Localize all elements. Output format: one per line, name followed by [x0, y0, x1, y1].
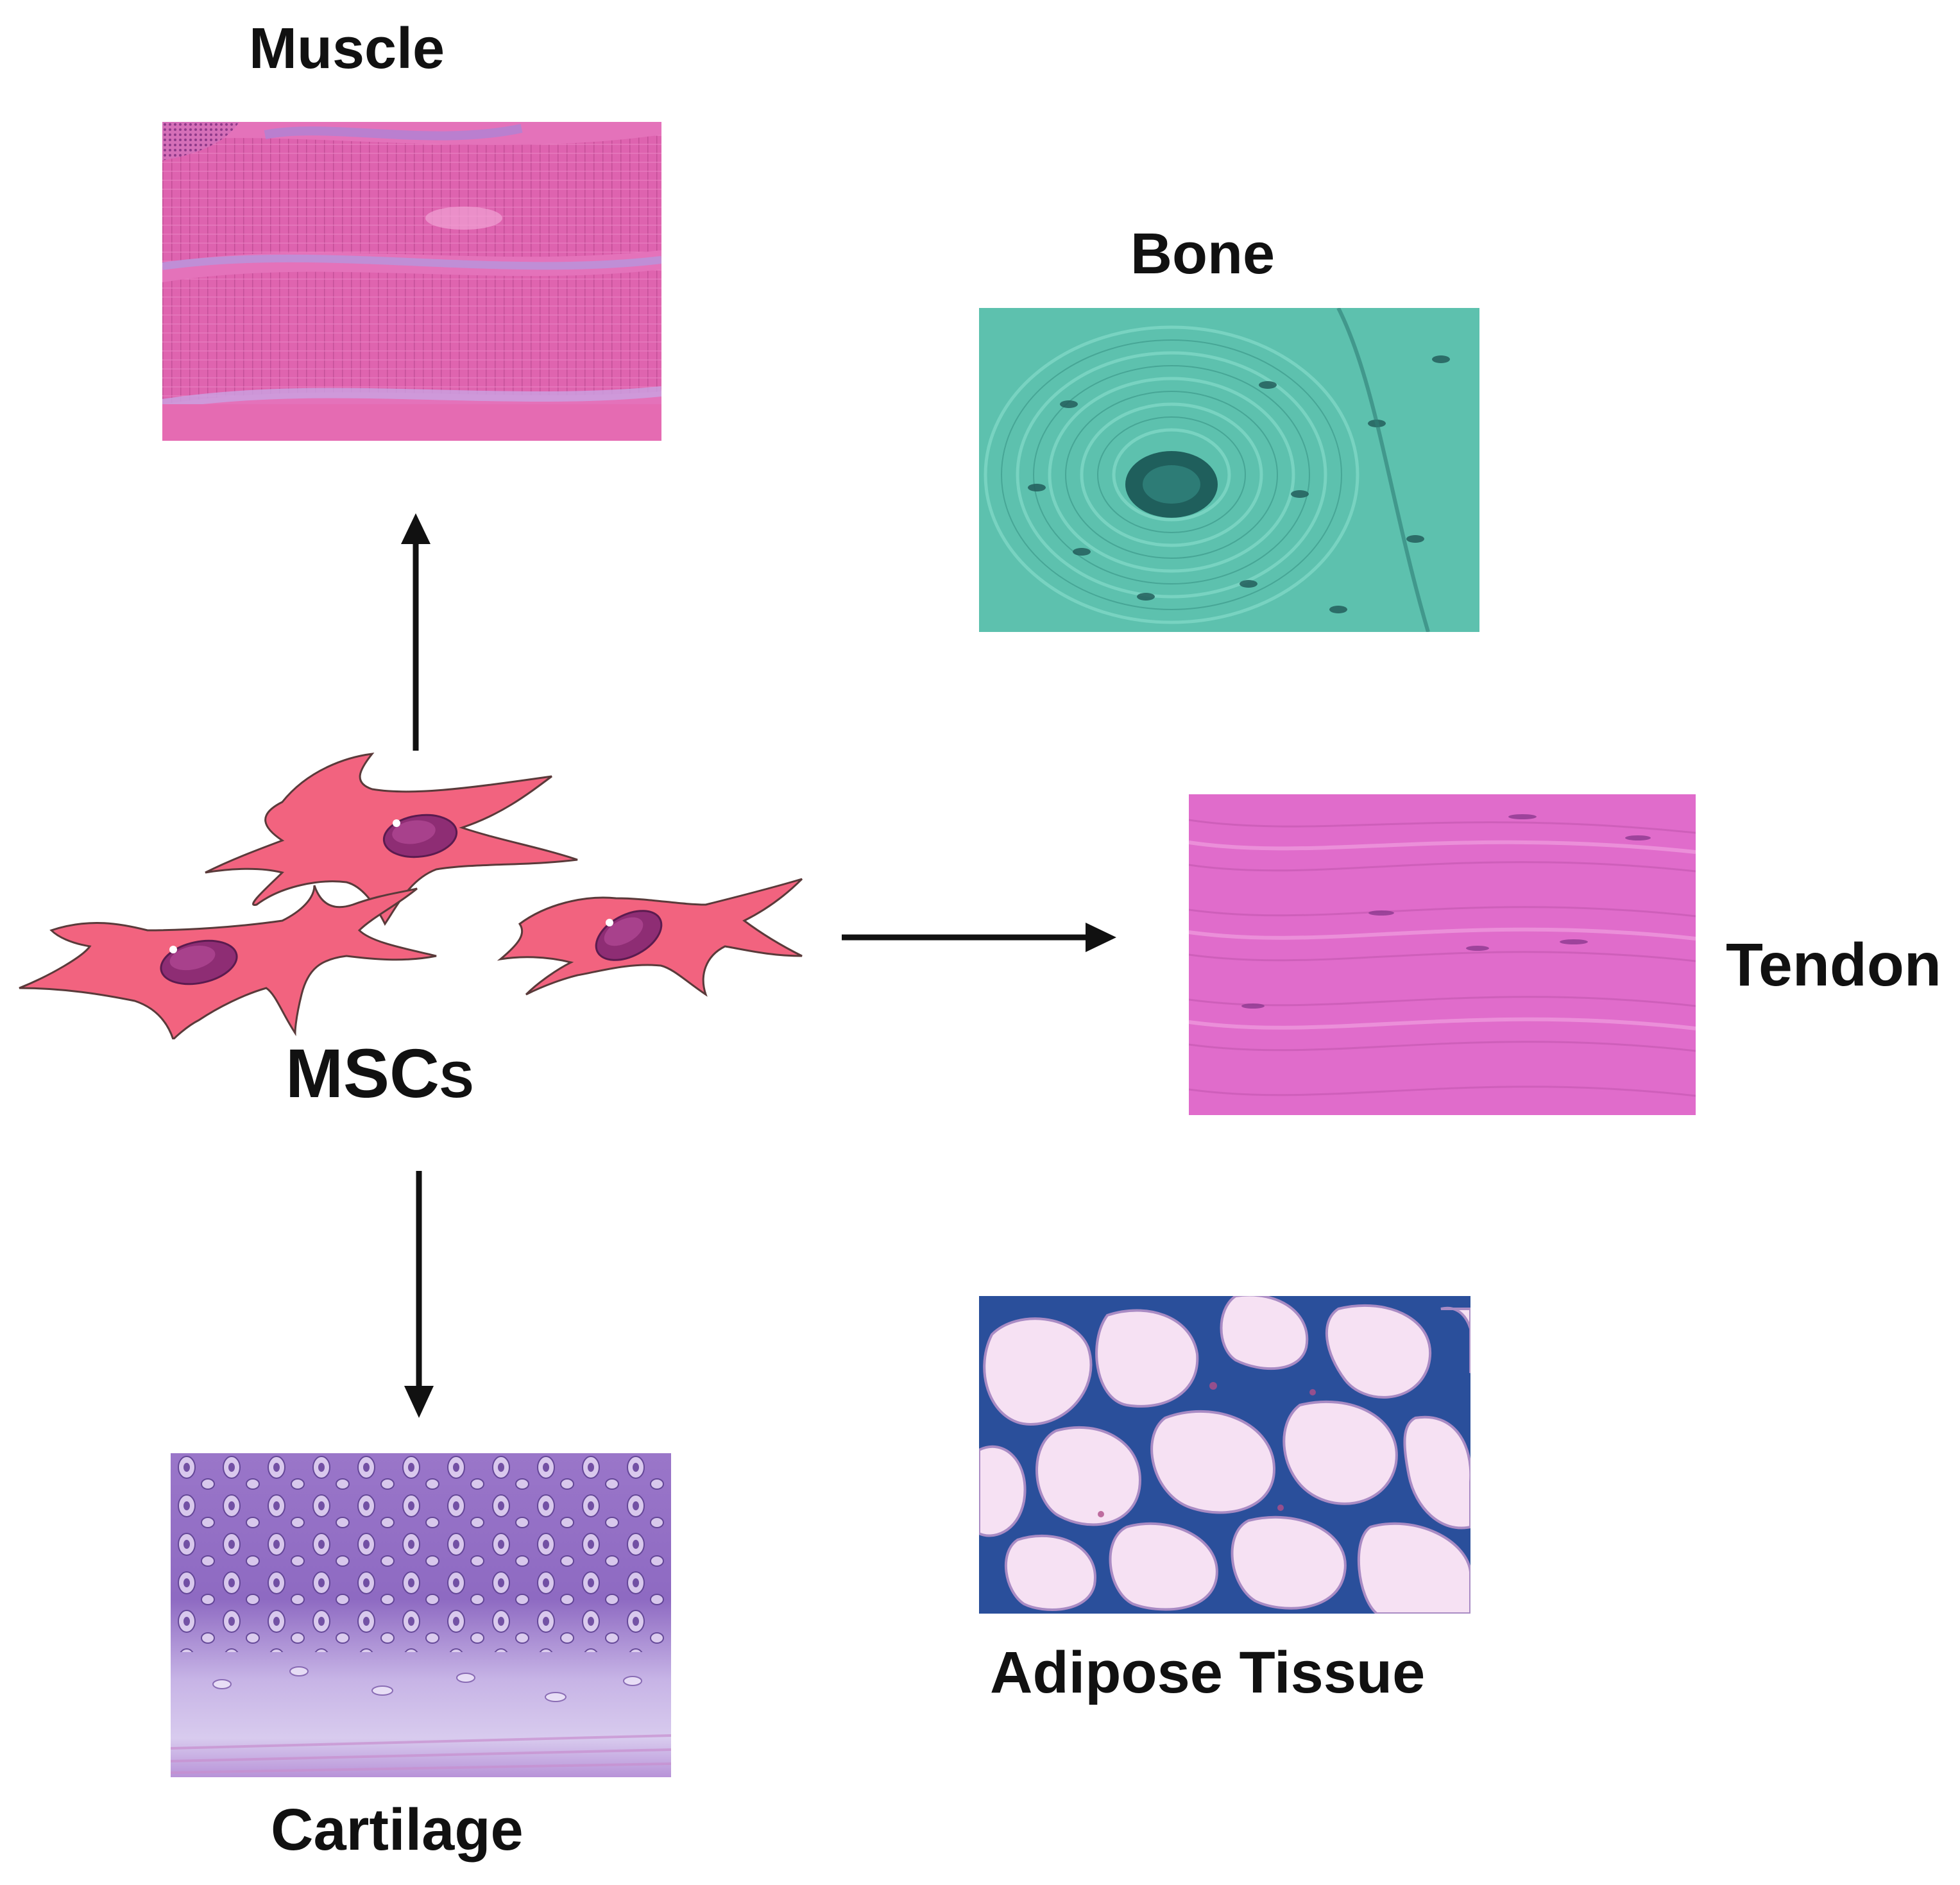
msc-cell-top	[205, 753, 578, 926]
adipose-label: Adipose Tissue	[990, 1640, 1426, 1705]
arrow-to-tendon	[842, 923, 1116, 952]
adipose-image	[979, 1296, 1470, 1614]
muscle-label: Muscle	[249, 17, 445, 81]
cartilage-label: Cartilage	[271, 1797, 524, 1863]
mscs-cells-illustration	[19, 753, 803, 1039]
msc-cell-right	[497, 878, 803, 997]
msc-cell-left	[19, 885, 437, 1039]
mscs-label-suffix: S	[439, 1051, 474, 1108]
bone-label: Bone	[1130, 222, 1275, 286]
mscs-label-main: MSC	[285, 1034, 439, 1112]
mscs-label: MSCS	[285, 1033, 473, 1113]
tendon-image	[1189, 794, 1696, 1115]
arrow-to-muscle	[401, 513, 430, 751]
arrow-to-cartilage	[404, 1171, 434, 1418]
muscle-image	[162, 122, 661, 441]
cartilage-image	[171, 1453, 671, 1777]
bone-image	[979, 308, 1479, 632]
tendon-label: Tendon	[1726, 931, 1941, 999]
